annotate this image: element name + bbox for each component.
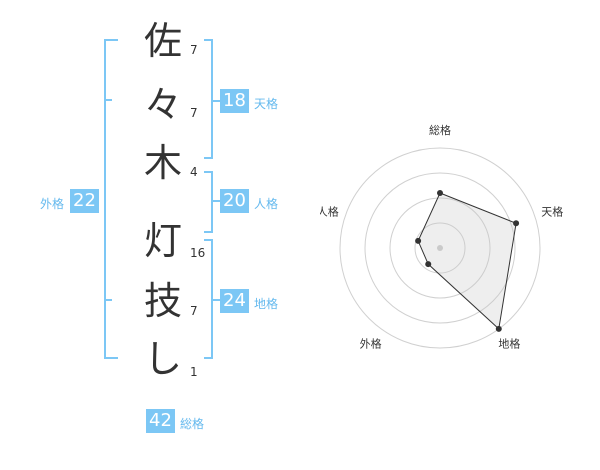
radar-ring <box>389 197 491 299</box>
radar-point <box>495 325 502 332</box>
soukaku-label: 総格 <box>180 417 205 431</box>
tenkaku-badge: 18 <box>220 89 249 113</box>
name-character: 技 <box>143 279 182 323</box>
radar-point <box>425 261 432 268</box>
radar-series-polygon <box>417 192 517 330</box>
stroke-count: 16 <box>190 246 206 260</box>
stroke-count: 7 <box>190 106 198 120</box>
outer-bracket <box>104 39 118 359</box>
radar-center <box>437 245 443 251</box>
radar-point <box>437 190 443 196</box>
radar-axis-label: 天格 <box>541 205 563 219</box>
radar-axis-label: 総格 <box>429 123 451 137</box>
chikaku-badge: 24 <box>220 289 249 313</box>
radar-point <box>513 220 520 227</box>
stroke-count: 7 <box>190 304 198 318</box>
soukaku-value: 42 <box>149 410 172 431</box>
radar-ring <box>414 222 466 274</box>
chikaku-value: 24 <box>223 290 246 311</box>
chikaku-bracket <box>204 239 213 359</box>
soukaku-badge: 42 <box>146 409 175 433</box>
name-character: 々 <box>143 83 182 127</box>
radar-ring <box>339 147 541 349</box>
jinkaku-value: 20 <box>223 190 246 211</box>
chikaku-label: 地格 <box>254 297 279 311</box>
name-character: 灯 <box>143 219 182 263</box>
radar-ring <box>364 172 516 324</box>
stroke-count: 4 <box>190 165 198 179</box>
name-character: し <box>143 337 182 381</box>
radar-axis-label: 外格 <box>360 336 382 350</box>
tenkaku-label: 天格 <box>254 97 279 111</box>
stroke-count: 7 <box>190 43 198 57</box>
tenkaku-value: 18 <box>223 90 246 111</box>
gaikaku-badge: 22 <box>70 189 99 213</box>
jinkaku-badge: 20 <box>220 189 249 213</box>
jinkaku-label: 人格 <box>254 197 279 211</box>
radar-axis-label: 人格 <box>320 205 339 219</box>
radar-axis-label: 地格 <box>498 336 520 350</box>
tenkaku-bracket <box>204 39 213 159</box>
jinkaku-bracket <box>204 171 213 233</box>
gaikaku-value: 22 <box>73 190 96 211</box>
gaikaku-label: 外格 <box>40 197 65 211</box>
radar-point <box>415 237 422 244</box>
name-character: 木 <box>143 141 182 185</box>
stroke-count: 1 <box>190 365 198 379</box>
name-character: 佐 <box>143 19 182 63</box>
